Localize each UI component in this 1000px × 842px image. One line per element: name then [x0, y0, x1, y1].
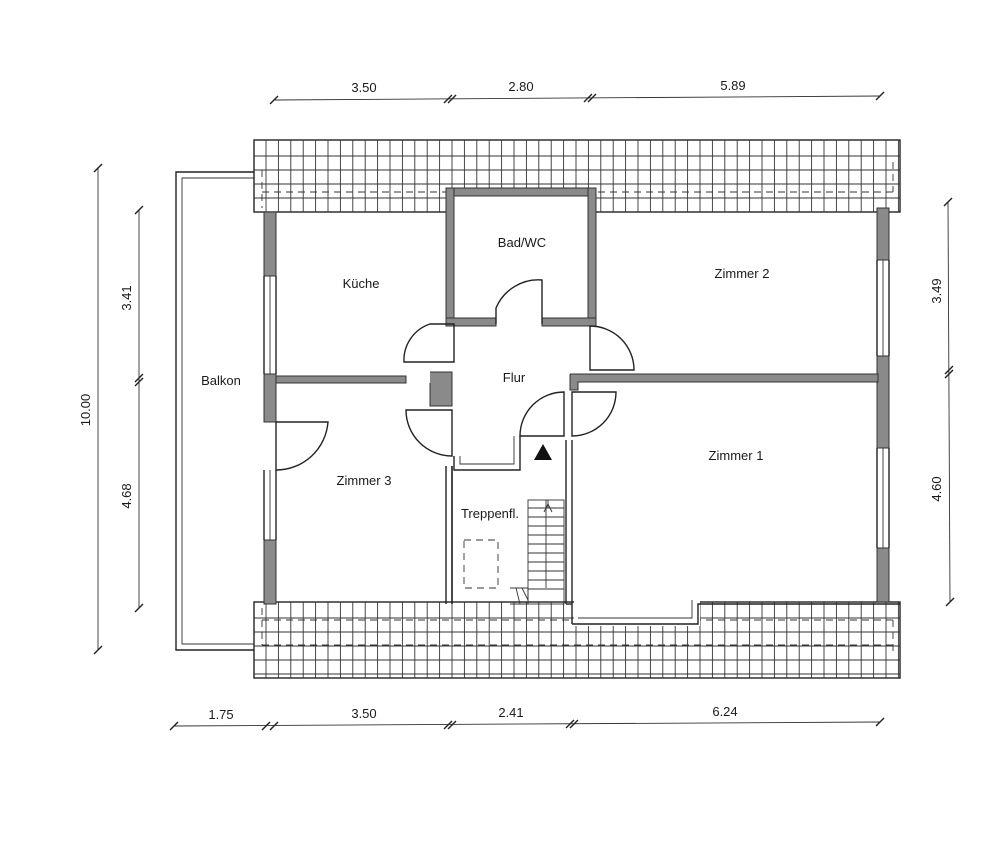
- room-label-zimmer2: Zimmer 2: [715, 266, 770, 281]
- room-label-zimmer1: Zimmer 1: [709, 448, 764, 463]
- doors: [275, 279, 635, 471]
- dim-top-1: 3.50: [351, 80, 376, 95]
- dim-bottom-2: 3.50: [351, 706, 376, 721]
- dim-bottom-4: 6.24: [712, 704, 737, 719]
- dim-left-total: 10.00: [78, 394, 93, 427]
- staircase: [463, 444, 565, 605]
- dim-right-2: 4.60: [929, 476, 944, 501]
- walls: [263, 187, 900, 625]
- room-label-balkon: Balkon: [201, 373, 241, 388]
- dim-left-1: 3.41: [119, 285, 134, 310]
- dimension-bottom: 1.75 3.50 2.41 6.24: [173, 704, 881, 727]
- dim-top-3: 5.89: [720, 78, 745, 93]
- room-label-kueche: Küche: [343, 276, 380, 291]
- dimension-right: 3.49 4.60: [929, 201, 951, 603]
- stair-arrow-icon: [534, 444, 552, 460]
- room-label-zimmer3: Zimmer 3: [337, 473, 392, 488]
- dim-top-2: 2.80: [508, 79, 533, 94]
- dim-bottom-1: 1.75: [208, 707, 233, 722]
- dim-bottom-3: 2.41: [498, 705, 523, 720]
- dimension-top: 3.50 2.80 5.89: [273, 78, 881, 101]
- room-label-flur: Flur: [503, 370, 526, 385]
- dimension-left: 10.00 3.41 4.68: [78, 168, 140, 650]
- dim-left-2: 4.68: [119, 483, 134, 508]
- balcony: [175, 171, 254, 651]
- dim-right-1: 3.49: [929, 278, 944, 303]
- room-label-treppenflur: Treppenfl.: [461, 506, 519, 521]
- room-label-bad: Bad/WC: [498, 235, 546, 250]
